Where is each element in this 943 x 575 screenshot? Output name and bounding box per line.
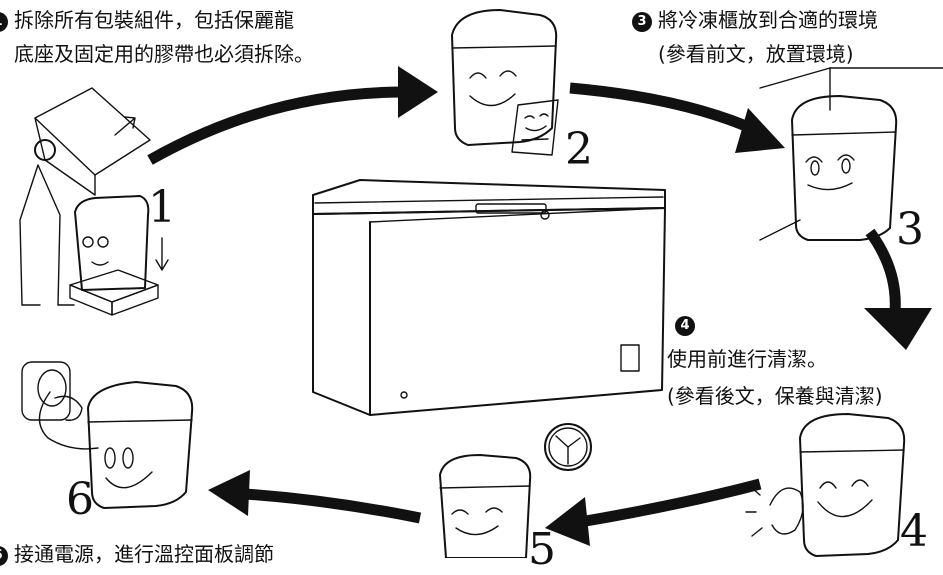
- step6-badge: 6: [0, 546, 8, 566]
- step3-badge: 3: [632, 12, 652, 32]
- step3-instruction-line2: (參看前文，放置環境): [658, 42, 854, 66]
- step4-instruction-line2: (參看後文，保養與清潔): [667, 384, 883, 408]
- step6-plug-in-illustration: [21, 361, 194, 509]
- step6-number: 6: [66, 474, 94, 525]
- step5-number: 5: [528, 524, 556, 575]
- arrow-2-to-3: [569, 82, 785, 153]
- step4-cleaning-illustration: [745, 413, 906, 557]
- setup-steps-diagram: 1 拆除所有包裝組件，包括保麗龍 底座及固定用的膠帶也必須拆除。 1 2 3 將冷凍…: [0, 6, 943, 572]
- arrow-3-to-4: [864, 228, 932, 350]
- step4-badge: 4: [675, 316, 695, 336]
- arrow-5-to-6: [208, 470, 422, 524]
- step4-number: 4: [900, 506, 928, 557]
- step1-unpacking-illustration: [19, 87, 169, 316]
- diagram-drawing: [19, 9, 943, 558]
- step1-instruction-line1: 1 拆除所有包裝組件，包括保麗龍: [0, 6, 294, 34]
- step6-text-1: 接通電源，進行溫控面板調節: [14, 542, 274, 566]
- step6-instruction-line1: 6 接通電源，進行溫控面板調節: [0, 540, 274, 568]
- arrow-1-to-2: [147, 66, 438, 165]
- step1-instruction-line2: 底座及固定用的膠帶也必須拆除。: [14, 42, 314, 66]
- step5-waiting-illustration: [439, 423, 592, 558]
- step1-number: 1: [148, 182, 176, 233]
- step3-number: 3: [896, 204, 924, 255]
- step4-badge-row: 4: [675, 310, 701, 338]
- step4-instruction-line1: 使用前進行清潔。: [667, 347, 827, 371]
- step3-freezer-in-room-illustration: [759, 67, 943, 241]
- arrow-4-to-5: [545, 478, 762, 546]
- chest-freezer-illustration: [312, 179, 666, 416]
- step3-instruction-line1: 3 將冷凍櫃放到合適的環境: [632, 6, 878, 34]
- step2-number: 2: [565, 124, 593, 175]
- step2-freezer-with-manual-illustration: [451, 9, 559, 156]
- step1-text-1: 拆除所有包裝組件，包括保麗龍: [14, 8, 294, 32]
- step3-text-1: 將冷凍櫃放到合適的環境: [658, 8, 878, 32]
- step1-badge: 1: [0, 12, 8, 32]
